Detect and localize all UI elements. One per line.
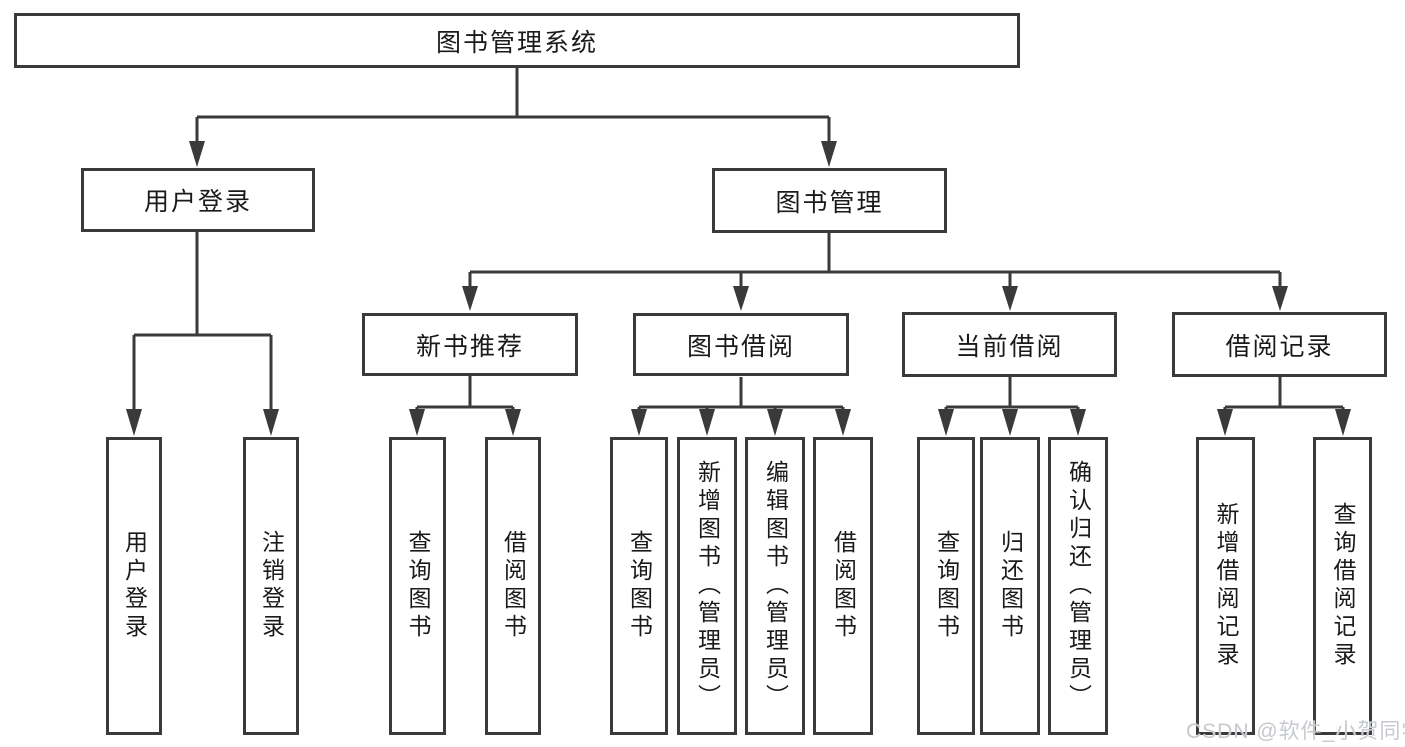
edge-root-to-level2 (195, 68, 831, 142)
node-user-login: 用户登录 (81, 168, 315, 232)
arrowhead-add-borrow-record (1217, 409, 1233, 436)
arrowhead-book-management (821, 141, 837, 167)
leaf-newrec-query-book: 查询图书 (389, 437, 446, 735)
leaf-logout: 注销登录 (243, 437, 299, 735)
leaf-edit-book-admin: 编辑图书（管理员） (745, 437, 805, 735)
node-label: 查询图书 (626, 530, 653, 642)
arrowhead-borrow-book (835, 409, 851, 436)
leaf-add-book-admin: 新增图书（管理员） (677, 437, 737, 735)
arrowhead-borrow-records (1272, 286, 1288, 311)
node-label: 用户登录 (121, 530, 148, 642)
node-label: 图书管理 (775, 188, 884, 217)
arrowhead-newrec-query-book (409, 409, 425, 436)
leaf-current-query-book: 查询图书 (917, 437, 975, 735)
node-label: 当前借阅 (955, 332, 1064, 361)
node-label: 查询借阅记录 (1330, 502, 1356, 670)
node-label: 用户登录 (143, 188, 252, 216)
edge-borrow-records-children (1223, 377, 1345, 410)
csdn-watermark: CSDN @软件_小贺同学 (1186, 720, 1405, 743)
arrowhead-leaf-user-login (126, 409, 142, 436)
arrowhead-query-borrow-record (1335, 409, 1351, 436)
node-label: 借阅记录 (1225, 332, 1334, 361)
edge-book-management-sections (468, 233, 1282, 287)
arrowhead-current-query-book (938, 409, 954, 436)
leaf-return-book: 归还图书 (980, 437, 1040, 735)
arrowhead-leaf-logout (263, 409, 279, 436)
node-book-management: 图书管理 (712, 168, 947, 233)
leaf-add-borrow-record: 新增借阅记录 (1196, 437, 1255, 735)
arrowhead-new-book-recommend (462, 286, 478, 311)
node-label: 图书管理系统 (435, 28, 598, 57)
leaf-confirm-return-admin: 确认归还（管理员） (1048, 437, 1108, 735)
edge-user-login-children (132, 232, 273, 410)
node-label: 新增图书（管理员） (694, 460, 721, 712)
leaf-borrow-book: 借阅图书 (813, 437, 873, 735)
edge-book-borrow-children (637, 377, 845, 410)
node-borrow-records: 借阅记录 (1172, 312, 1387, 377)
arrowhead-add-book (699, 409, 715, 436)
leaf-newrec-borrow-book: 借阅图书 (485, 437, 541, 735)
arrowhead-book-borrow (733, 286, 749, 311)
edge-current-borrow-children (944, 377, 1080, 410)
node-label: 新书推荐 (415, 332, 524, 361)
node-label: 借阅图书 (500, 530, 527, 642)
arrowhead-edit-book (767, 409, 783, 436)
node-label: 确认归还（管理员） (1065, 460, 1092, 712)
arrowhead-return-book (1002, 409, 1018, 436)
arrowhead-borrow-query-book (631, 409, 647, 436)
arrowhead-current-borrow (1002, 286, 1018, 311)
node-label: 查询图书 (405, 530, 431, 642)
node-label: 借阅图书 (830, 530, 857, 642)
node-root-library-system: 图书管理系统 (14, 13, 1020, 68)
leaf-user-login: 用户登录 (106, 437, 162, 735)
leaf-borrow-query-book: 查询图书 (610, 437, 668, 735)
node-label: 查询图书 (933, 530, 960, 642)
arrowhead-confirm-return (1070, 409, 1086, 436)
node-new-book-recommend: 新书推荐 (362, 313, 578, 376)
node-book-borrow: 图书借阅 (633, 313, 849, 376)
node-label: 新增借阅记录 (1213, 502, 1239, 670)
leaf-query-borrow-record: 查询借阅记录 (1313, 437, 1372, 735)
node-label: 注销登录 (258, 530, 285, 642)
node-label: 图书借阅 (686, 332, 795, 361)
node-current-borrow: 当前借阅 (902, 312, 1117, 377)
node-label: 编辑图书（管理员） (762, 460, 789, 712)
arrowhead-newrec-borrow-book (505, 409, 521, 436)
arrowhead-user-login (189, 141, 205, 167)
node-label: 归还图书 (997, 530, 1024, 642)
edge-new-book-children (415, 376, 515, 410)
